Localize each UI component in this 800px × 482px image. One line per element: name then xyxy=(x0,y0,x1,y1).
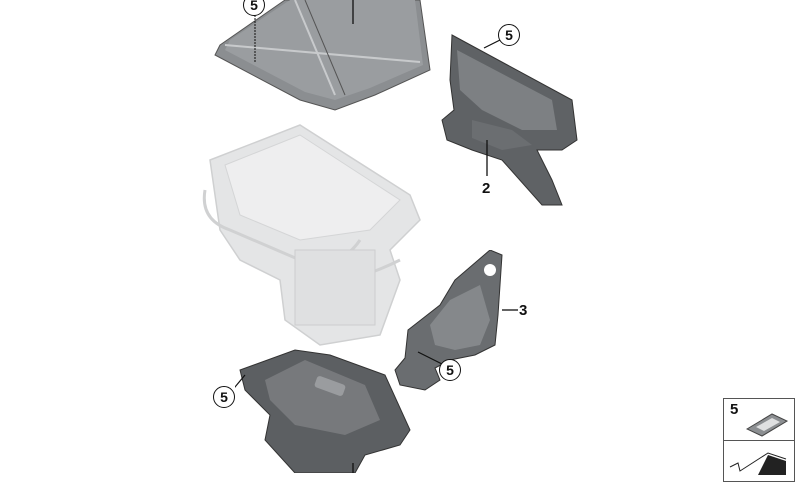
legend-box-item-5: 5 xyxy=(723,398,795,442)
part-number-2: 2 xyxy=(482,180,491,197)
callout-part-3: 5 xyxy=(439,359,461,381)
electric-drive-unit-ghost xyxy=(202,124,421,346)
bottom-heat-shield xyxy=(235,349,411,473)
clip-icon xyxy=(745,413,789,437)
callout-bottom: 5 xyxy=(213,386,235,408)
part-number-3: 3 xyxy=(519,302,528,319)
part-3-heat-shield xyxy=(394,250,518,391)
heat-shield-icon xyxy=(729,452,787,475)
callout-cover: 5 xyxy=(243,0,265,16)
top-cover-plate xyxy=(214,0,431,111)
legend-item-number: 5 xyxy=(730,401,739,418)
callout-part-2: 5 xyxy=(498,24,520,46)
part-2-heat-shield xyxy=(441,34,578,206)
legend-box-item-2 xyxy=(723,440,795,482)
